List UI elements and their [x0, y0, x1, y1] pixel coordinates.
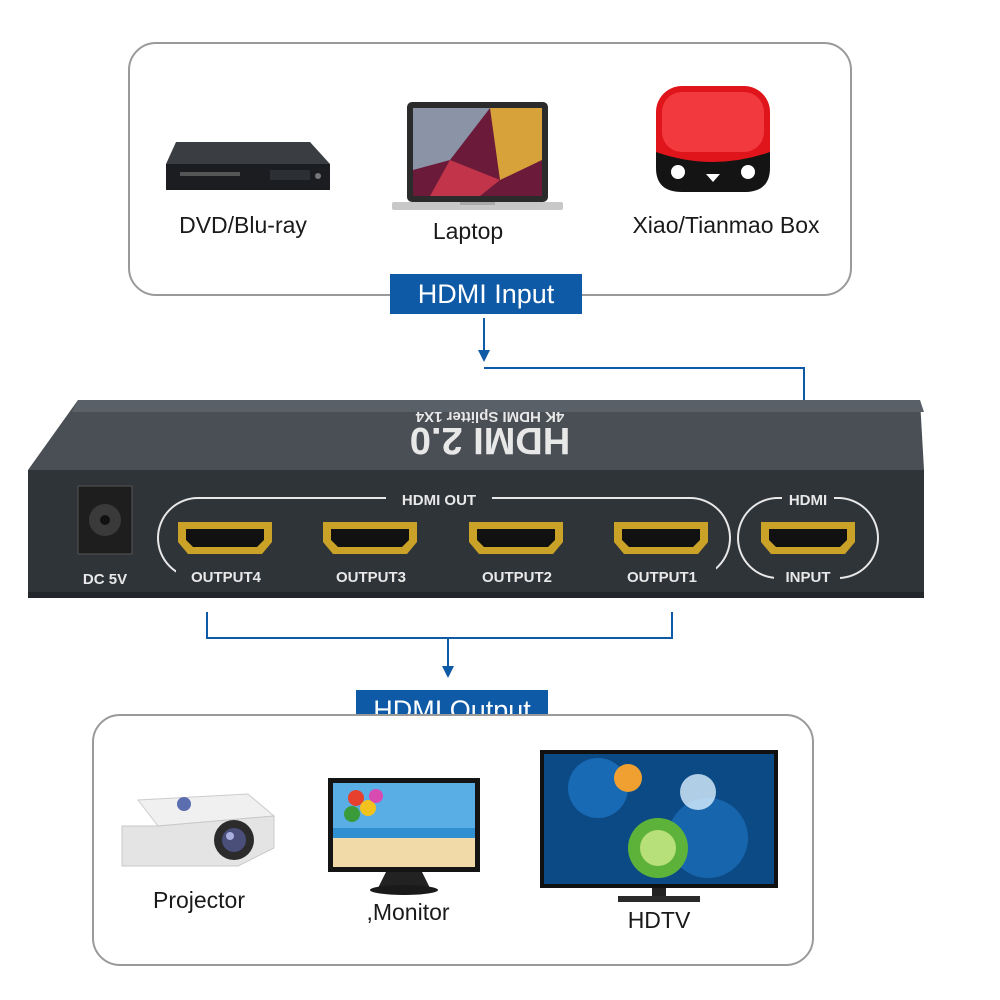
input-port-label: INPUT — [786, 569, 831, 586]
hdmi-port-icon — [469, 522, 563, 554]
output-port-label: OUTPUT2 — [482, 569, 552, 586]
hdmi-input-title: HDMI Input — [390, 274, 582, 314]
output-connector-line — [206, 612, 673, 668]
input-arrow-icon — [478, 350, 490, 362]
device-label-hdtv: HDTV — [627, 907, 691, 933]
device-label-laptop: Laptop — [432, 218, 504, 244]
dvd-player-icon — [166, 142, 330, 190]
hdtv-icon — [540, 750, 778, 902]
dc-power-label: DC 5V — [83, 571, 127, 588]
projector-icon — [121, 793, 276, 867]
splitter-brand: HDMI 2.0 — [410, 419, 570, 461]
output-port-label: OUTPUT3 — [336, 569, 406, 586]
device-label-dvd: DVD/Blu-ray — [179, 212, 307, 238]
monitor-icon — [328, 778, 480, 895]
output-arrow-icon — [442, 666, 454, 678]
tv-box-icon — [656, 86, 770, 192]
device-label-tv-box: Xiao/Tianmao Box — [632, 212, 820, 238]
device-label-monitor: ,Monitor — [366, 899, 450, 925]
hdmi-in-label: HDMI — [789, 492, 827, 509]
hdmi-port-icon — [178, 522, 272, 554]
hdmi-out-label: HDMI OUT — [402, 492, 476, 509]
laptop-icon — [392, 102, 563, 210]
hdmi-port-icon — [323, 522, 417, 554]
splitter-model: 4K HDMI Splitter 1X4 — [415, 408, 564, 425]
hdmi-port-icon — [614, 522, 708, 554]
output-port-label: OUTPUT4 — [191, 569, 262, 586]
device-label-projector: Projector — [152, 887, 246, 913]
output-port-label: OUTPUT1 — [627, 569, 697, 586]
hdmi-input-port-icon — [761, 522, 855, 554]
